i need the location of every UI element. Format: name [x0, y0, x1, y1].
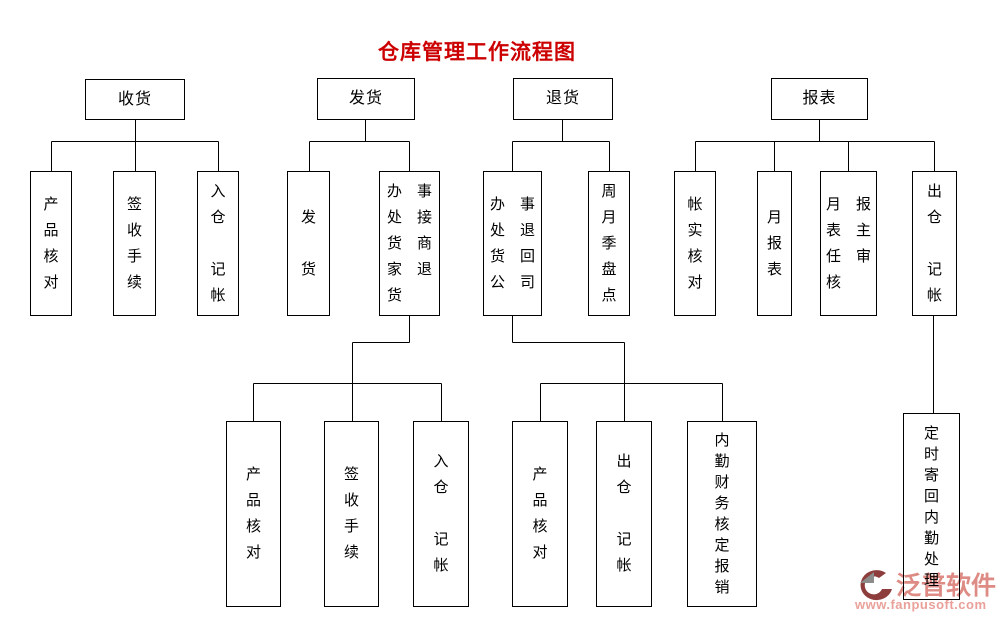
node-rep-outstock-bookkeeping: 出仓记帐 — [912, 171, 957, 316]
node-label: 办 事处 退货 回公 司 — [489, 195, 535, 291]
node-label: 产品核对 — [532, 466, 548, 561]
node-rep-account-reconcile: 帐实核对 — [674, 171, 716, 316]
node-ret-office-return-to-company: 办 事处 退货 回公 司 — [483, 171, 542, 316]
node-ship-dispatch: 发货 — [287, 171, 330, 316]
node-label: 签收手续 — [343, 466, 359, 561]
node-label: 报表 — [802, 90, 837, 107]
node-label: 帐实核对 — [687, 195, 703, 291]
node-shipping: 发货 — [317, 78, 415, 120]
node-ret-outstock-bookkeeping-2: 出仓记帐 — [596, 421, 652, 607]
node-ret-periodic-stocktake: 周月季盘点 — [588, 171, 630, 316]
node-rep-director-review: 月 报表 主任 审核 — [820, 171, 877, 316]
node-label: 发货 — [300, 208, 316, 278]
node-reports: 报表 — [771, 78, 868, 120]
node-rep-monthly-report: 月报表 — [757, 171, 792, 316]
node-recv-instock-bookkeeping: 入仓记帐 — [197, 171, 239, 316]
node-ship-sign-procedure-2: 签收手续 — [324, 421, 379, 607]
node-ship-office-pickup-merchant-return: 办 事处 接货 商家 退货 — [379, 171, 440, 316]
node-label: 周月季盘点 — [601, 182, 617, 304]
node-label: 产品核对 — [43, 195, 59, 291]
node-ship-instock-bookkeeping-2: 入仓记帐 — [413, 421, 469, 607]
node-label: 内勤财务核定报销 — [714, 432, 730, 596]
node-label: 办 事处 接货 商家 退货 — [386, 182, 432, 304]
node-label: 月 报表 主任 审核 — [825, 195, 871, 291]
node-returns: 退货 — [513, 78, 613, 120]
node-recv-sign-procedure: 签收手续 — [113, 171, 156, 316]
node-label: 月报表 — [766, 208, 782, 278]
node-label: 签收手续 — [126, 195, 142, 291]
node-label: 产品核对 — [245, 466, 261, 561]
node-label: 收货 — [117, 90, 152, 108]
node-rep-sendback-internal: 定时寄回内勤处理 — [903, 413, 960, 600]
node-label: 入仓记帐 — [210, 182, 226, 304]
node-label: 出仓记帐 — [616, 453, 632, 574]
node-ret-finance-approve-reimburse: 内勤财务核定报销 — [687, 421, 757, 607]
node-label: 退货 — [545, 90, 580, 107]
node-label: 定时寄回内勤处理 — [923, 424, 939, 589]
node-recv-product-check: 产品核对 — [30, 171, 72, 316]
node-ship-product-check-2: 产品核对 — [226, 421, 281, 607]
node-label: 发货 — [348, 90, 383, 107]
node-label: 入仓记帐 — [433, 453, 449, 574]
node-label: 出仓记帐 — [926, 182, 942, 304]
diagram-title: 仓库管理工作流程图 — [378, 41, 576, 64]
node-ret-product-check-2: 产品核对 — [512, 421, 568, 607]
node-receiving: 收货 — [85, 79, 185, 120]
